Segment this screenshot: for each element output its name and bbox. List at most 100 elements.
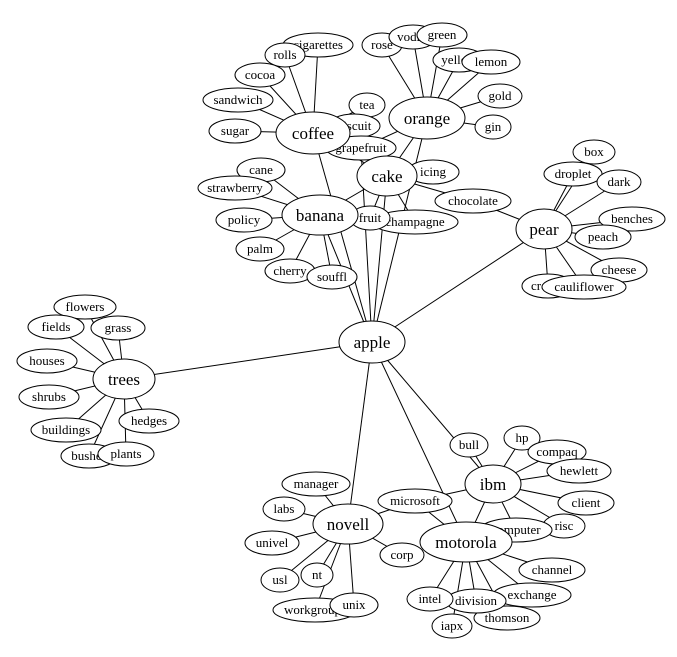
node-ellipse-labs <box>262 496 306 522</box>
node-label-cigarettes: cigarettes <box>293 37 343 52</box>
node-label-grapefruit: grapefruit <box>335 140 387 155</box>
node-label-hp: hp <box>516 430 529 445</box>
node-shrubs: shrubs <box>18 384 80 410</box>
node-cherry: cherry <box>264 258 316 284</box>
node-trees: trees <box>92 358 156 400</box>
node-motorola: motorola <box>419 521 513 563</box>
node-label-gin: gin <box>485 119 502 134</box>
node-microsoft: microsoft <box>377 488 453 514</box>
node-label-benches: benches <box>611 211 653 226</box>
node-souffl: souffl <box>306 264 358 290</box>
node-label-novell: novell <box>327 515 370 534</box>
node-label-nt: nt <box>312 567 323 582</box>
node-label-lemon: lemon <box>475 54 508 69</box>
node-label-souffl: souffl <box>317 269 347 284</box>
node-fields: fields <box>27 314 85 340</box>
node-grass: grass <box>90 315 146 341</box>
node-label-division: division <box>455 593 497 608</box>
node-ellipse-unix <box>329 592 379 618</box>
node-label-cocoa: cocoa <box>245 67 276 82</box>
edge-apple-motorola <box>371 341 467 543</box>
node-exchange: exchange <box>492 582 572 608</box>
node-label-apple: apple <box>354 333 391 352</box>
node-label-peach: peach <box>588 229 619 244</box>
edge-apple-novell <box>347 341 373 525</box>
node-ellipse-chocolate <box>434 188 512 214</box>
node-ellipse-channel <box>518 557 586 583</box>
node-client: client <box>557 490 615 516</box>
node-label-risc: risc <box>555 518 574 533</box>
edge-apple-cake <box>371 175 388 343</box>
node-ellipse-grass <box>90 315 146 341</box>
node-chocolate: chocolate <box>434 188 512 214</box>
node-cake: cake <box>356 155 418 197</box>
node-label-coffee: coffee <box>292 124 334 143</box>
node-ellipse-policy <box>215 207 273 233</box>
node-label-hedges: hedges <box>131 413 167 428</box>
node-flowers: flowers <box>53 294 117 320</box>
node-ellipse-box <box>572 139 616 165</box>
node-ellipse-apple <box>338 320 406 364</box>
node-sugar: sugar <box>208 118 262 144</box>
node-label-unix: unix <box>342 597 366 612</box>
node-ellipse-pear <box>515 208 573 250</box>
node-label-policy: policy <box>228 212 261 227</box>
node-plants: plants <box>97 441 155 467</box>
node-label-houses: houses <box>29 353 64 368</box>
node-label-compaq: compaq <box>536 444 578 459</box>
node-ellipse-sugar <box>208 118 262 144</box>
node-buildings: buildings <box>30 417 102 443</box>
node-ellipse-corp <box>379 542 425 568</box>
node-label-ibm: ibm <box>480 475 506 494</box>
node-label-channel: channel <box>532 562 573 577</box>
node-orange: orange <box>388 96 466 140</box>
node-label-box: box <box>584 144 604 159</box>
node-cane: cane <box>236 157 286 183</box>
node-label-droplet: droplet <box>555 166 592 181</box>
node-coffee: coffee <box>275 111 351 155</box>
node-label-green: green <box>428 27 457 42</box>
node-label-usl: usl <box>272 572 288 587</box>
node-novell: novell <box>312 503 384 545</box>
node-nt: nt <box>300 562 334 588</box>
node-ellipse-sandwich <box>202 87 274 113</box>
node-label-cherry: cherry <box>273 263 307 278</box>
node-label-cauliflower: cauliflower <box>554 279 614 294</box>
node-pear: pear <box>515 208 573 250</box>
node-ellipse-cauliflower <box>541 274 627 300</box>
node-policy: policy <box>215 207 273 233</box>
node-tea: tea <box>348 92 386 118</box>
node-dark: dark <box>596 169 642 195</box>
node-label-hewlett: hewlett <box>560 463 599 478</box>
node-strawberry: strawberry <box>197 175 273 201</box>
node-label-sandwich: sandwich <box>213 92 263 107</box>
node-label-exchange: exchange <box>507 587 556 602</box>
node-ellipse-microsoft <box>377 488 453 514</box>
node-ellipse-usl <box>260 567 300 593</box>
node-ellipse-banana <box>281 194 359 236</box>
node-ellipse-rolls <box>264 42 306 68</box>
node-ellipse-gold <box>477 83 523 109</box>
node-ellipse-coffee <box>275 111 351 155</box>
node-label-gold: gold <box>488 88 512 103</box>
node-houses: houses <box>16 348 78 374</box>
node-ellipse-dark <box>596 169 642 195</box>
node-bull: bull <box>449 432 489 458</box>
node-labs: labs <box>262 496 306 522</box>
node-label-rose: rose <box>371 37 393 52</box>
node-label-univel: univel <box>256 535 289 550</box>
node-benches: benches <box>598 206 666 232</box>
edge-apple-ibm <box>371 341 494 485</box>
node-label-motorola: motorola <box>435 533 497 552</box>
node-risc: risc <box>542 513 586 539</box>
node-label-microsoft: microsoft <box>390 493 440 508</box>
node-label-rolls: rolls <box>273 47 296 62</box>
node-ellipse-peach <box>574 224 632 250</box>
node-label-chocolate: chocolate <box>448 193 498 208</box>
node-label-buildings: buildings <box>42 422 90 437</box>
node-label-champagne: champagne <box>385 214 444 229</box>
node-ellipse-novell <box>312 503 384 545</box>
node-cocoa: cocoa <box>234 62 286 88</box>
node-univel: univel <box>244 530 300 556</box>
node-label-flowers: flowers <box>66 299 105 314</box>
